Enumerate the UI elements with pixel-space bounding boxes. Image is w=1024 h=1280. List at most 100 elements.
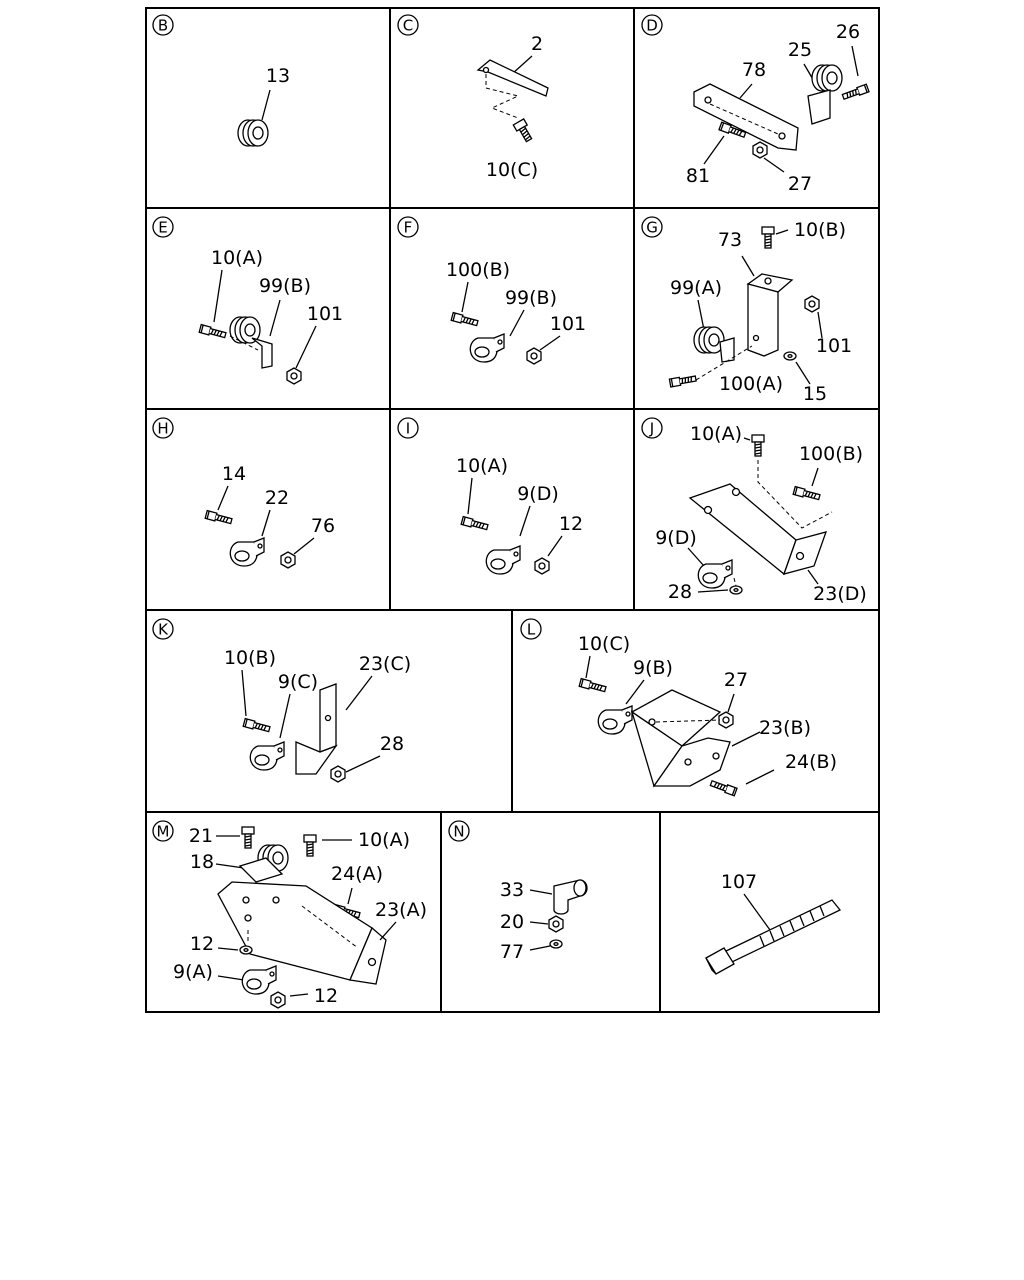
- part-label: 27: [788, 173, 812, 195]
- svg-text:L: L: [527, 621, 536, 639]
- part-label: 100(B): [446, 259, 510, 281]
- clamp-part: [469, 333, 505, 363]
- part-label: 73: [718, 229, 742, 251]
- part-label: 10(A): [358, 829, 410, 851]
- part-label: 9(D): [517, 483, 559, 505]
- part-label: 27: [724, 669, 748, 691]
- part-label: 99(B): [259, 275, 311, 297]
- nut-part: [526, 347, 542, 365]
- bracket-part: [630, 689, 731, 788]
- panel-letter: D: [641, 14, 663, 36]
- part-label: 28: [380, 733, 404, 755]
- clamp-part: [485, 545, 521, 575]
- part-label: 20: [500, 911, 524, 933]
- nut-part: [534, 557, 550, 575]
- part-label: 23(D): [813, 583, 867, 605]
- bolt-part: [761, 226, 775, 249]
- part-label: 12: [314, 985, 338, 1007]
- part-label: 81: [686, 165, 710, 187]
- part-label: 21: [189, 825, 213, 847]
- panel-letter: H: [152, 417, 174, 439]
- panel-letter: B: [152, 14, 174, 36]
- part-label: 10(A): [690, 423, 742, 445]
- bolt-part: [512, 118, 535, 144]
- svg-text:C: C: [403, 17, 413, 35]
- part-label: 33: [500, 879, 524, 901]
- washer-part: [239, 945, 253, 955]
- part-label: 100(B): [799, 443, 863, 465]
- bolt-part: [841, 83, 870, 102]
- washer-part: [783, 351, 797, 361]
- svg-text:G: G: [646, 219, 658, 237]
- panel-letter: G: [641, 216, 663, 238]
- nut-part: [752, 141, 768, 159]
- panel-m: M 21 10(A) 18 24(A) 23(A) 12 9(A): [152, 820, 427, 1009]
- svg-text:N: N: [453, 823, 464, 841]
- part-label: 77: [500, 941, 524, 963]
- nut-part: [280, 551, 296, 569]
- svg-text:I: I: [406, 420, 410, 438]
- part-label: 24(A): [331, 863, 383, 885]
- nut-part: [804, 295, 820, 313]
- bolt-part: [792, 485, 822, 502]
- grommet-part: [237, 119, 269, 147]
- part-label: 12: [190, 933, 214, 955]
- svg-text:H: H: [157, 420, 168, 438]
- clamp-part: [597, 705, 633, 735]
- part-label: 25: [788, 39, 812, 61]
- part-label: 99(A): [670, 277, 722, 299]
- panel-letter: E: [152, 216, 174, 238]
- part-label: 10(B): [224, 647, 276, 669]
- svg-text:M: M: [157, 823, 170, 841]
- bracket-part: [746, 273, 794, 357]
- panel-letter: F: [397, 216, 419, 238]
- part-label: 10(C): [486, 159, 538, 181]
- bolt-part: [198, 323, 228, 340]
- grommet-part: [693, 326, 725, 354]
- panel-j: J 10(A) 100(B) 9(D) 28 23(D): [641, 417, 867, 605]
- svg-text:B: B: [158, 17, 168, 35]
- cable-tie-part: [705, 899, 842, 975]
- panel-g: G 10(B) 73 99(A) 101 100(A) 15: [641, 216, 852, 405]
- bolt-part: [303, 834, 317, 857]
- bolt-part: [241, 826, 255, 849]
- part-label: 78: [742, 59, 766, 81]
- panel-f: F 100(B) 99(B) 101: [397, 216, 586, 365]
- bolt-part: [578, 677, 608, 694]
- nut-part: [286, 367, 302, 385]
- bolt-part: [204, 509, 234, 526]
- part-label: 22: [265, 487, 289, 509]
- nut-part: [270, 991, 286, 1009]
- part-label: 101: [816, 335, 852, 357]
- clamp-part: [697, 559, 733, 589]
- part-label: 10(A): [456, 455, 508, 477]
- panel-letter: N: [448, 820, 470, 842]
- part-label: 101: [307, 303, 343, 325]
- clamp-part: [241, 965, 277, 995]
- clamp-part: [229, 316, 273, 369]
- bracket-part: [295, 683, 338, 775]
- bracket-part: [217, 881, 387, 985]
- nut-part: [548, 915, 564, 933]
- nut-part: [718, 711, 734, 729]
- part-label: 10(C): [578, 633, 630, 655]
- part-label: 9(A): [173, 961, 213, 983]
- panel-h: H 14 22 76: [152, 417, 335, 569]
- washer-part: [549, 939, 563, 949]
- cap-part: [553, 879, 588, 915]
- part-label: 28: [668, 581, 692, 603]
- bracket-part: [693, 83, 799, 151]
- panel-n: N 33 20 77: [448, 820, 588, 963]
- part-label: 9(C): [278, 671, 318, 693]
- panel-e: E 10(A) 99(B) 101: [152, 216, 343, 385]
- panel-cable-tie: 107: [705, 871, 842, 975]
- panel-k: K 10(B) 9(C) 23(C) 28: [152, 618, 411, 783]
- panel-b: B 13: [152, 14, 290, 147]
- part-label: 15: [803, 383, 827, 405]
- clamp-part: [229, 537, 265, 567]
- svg-text:K: K: [158, 621, 169, 639]
- part-label: 26: [836, 21, 860, 43]
- svg-text:F: F: [404, 219, 413, 237]
- part-label: 76: [311, 515, 335, 537]
- part-label: 24(B): [785, 751, 837, 773]
